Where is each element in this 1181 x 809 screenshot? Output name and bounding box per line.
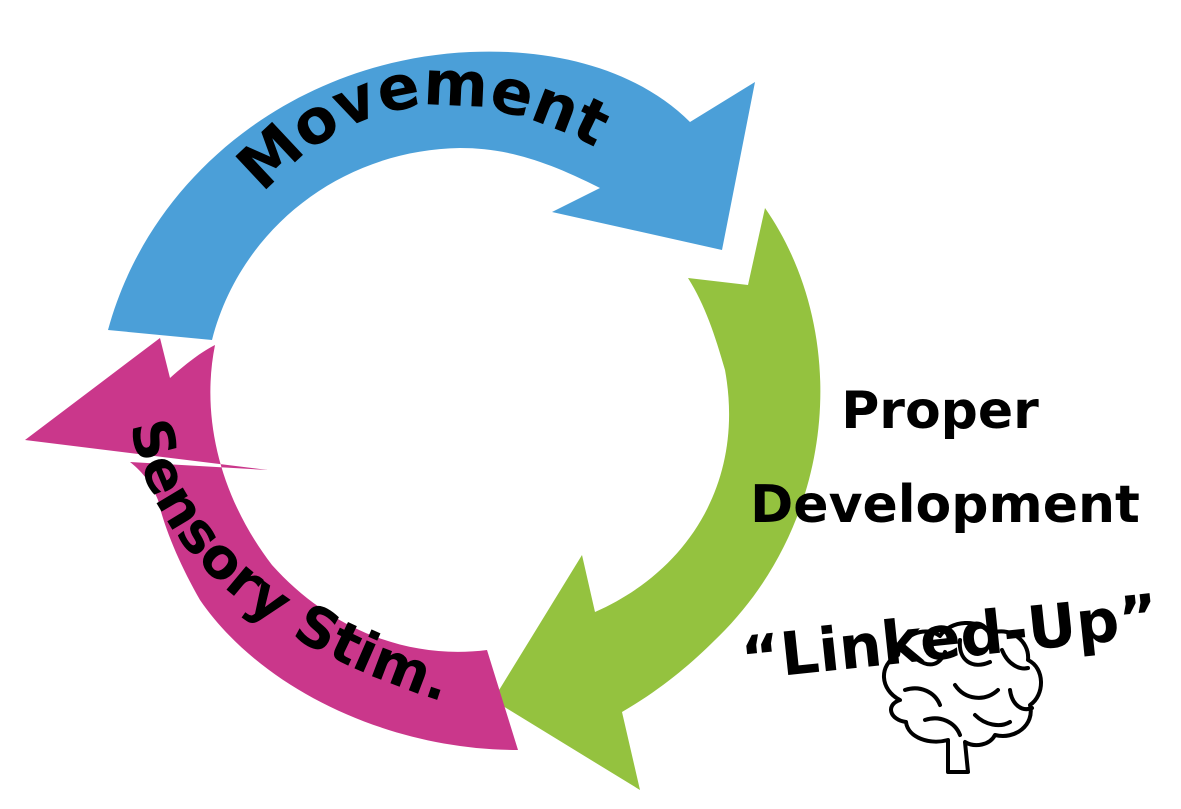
side-text-line2: Development <box>750 475 1140 535</box>
sensory-arrow <box>25 338 518 750</box>
movement-arrow <box>108 51 755 340</box>
development-arrow <box>493 208 821 790</box>
brain-icon <box>882 620 1043 774</box>
side-text-line3: “Linked-Up” <box>738 581 1162 694</box>
side-text-line1: Proper <box>841 381 1039 441</box>
